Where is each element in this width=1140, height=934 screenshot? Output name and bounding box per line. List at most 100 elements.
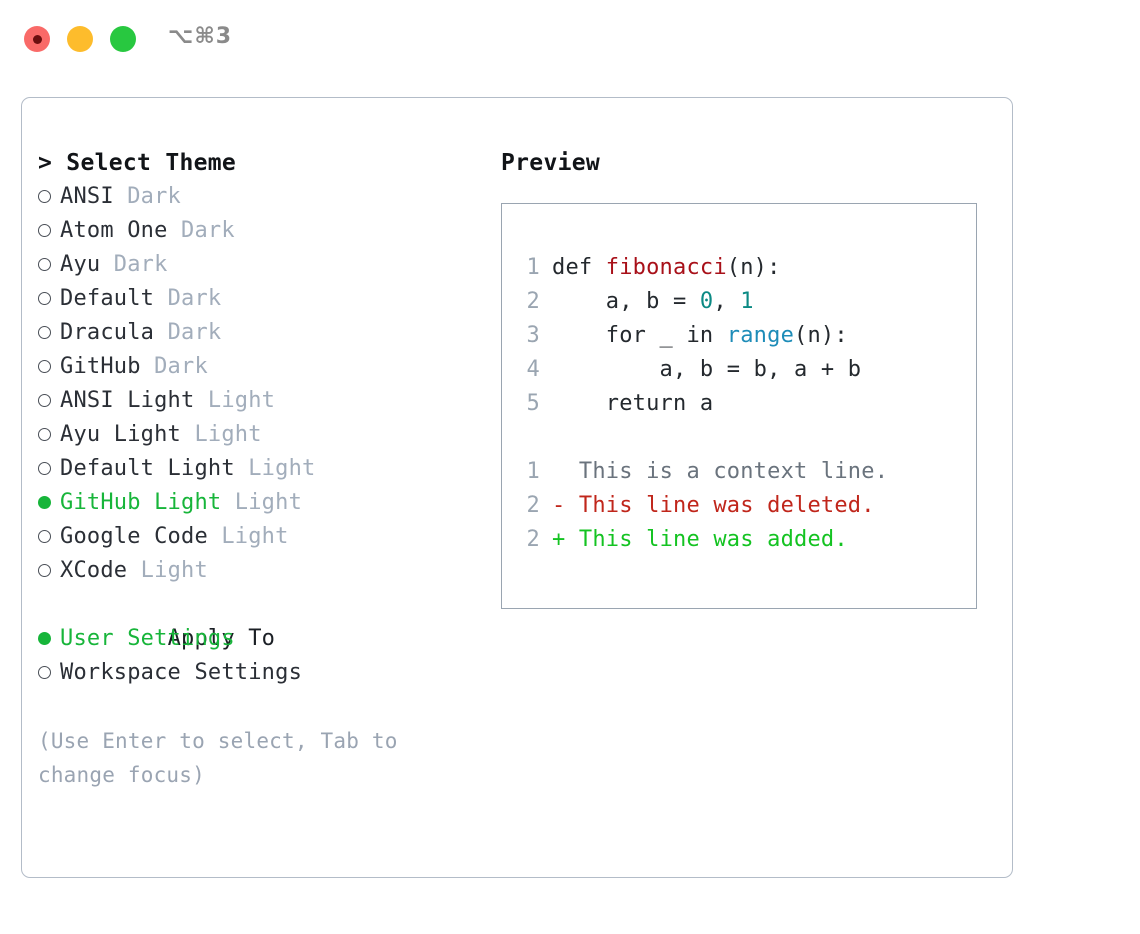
code-token-number: 1 (740, 289, 754, 314)
apply-to-header-label: Apply To (167, 626, 276, 651)
theme-option-default[interactable]: Default Dark (38, 282, 488, 316)
code-token-number: 0 (699, 289, 714, 314)
theme-option-variant: Light (194, 388, 276, 413)
theme-option-label: Google Code (60, 524, 208, 549)
apply-to-option-user-settings[interactable]: User Settings (38, 622, 488, 656)
code-token-plain: (n): (794, 323, 848, 348)
code-line: 4 a, b = b, a + b (514, 353, 968, 387)
code-token-plain: a, b = b, a + b (552, 357, 862, 382)
diff-line-deleted: 2- This line was deleted. (514, 489, 968, 523)
radio-unselected-icon (38, 461, 51, 475)
theme-option-google-code[interactable]: Google Code Light (38, 520, 488, 554)
theme-option-variant: Dark (167, 218, 235, 243)
theme-option-variant: Dark (113, 184, 182, 209)
theme-option-label: ANSI Light (60, 388, 195, 413)
theme-option-label: XCode (60, 558, 128, 583)
code-line: 5 return a (514, 387, 968, 421)
theme-option-label: Ayu Light (60, 422, 182, 447)
line-number: 2 (526, 527, 540, 552)
radio-unselected-icon (38, 393, 51, 407)
radio-unselected-icon (38, 529, 51, 543)
radio-unselected-icon (38, 189, 51, 203)
theme-option-variant: Light (234, 456, 316, 481)
code-line: 2 a, b = 0, 1 (514, 285, 968, 319)
code-line: 3 for _ in range(n): (514, 319, 968, 353)
theme-option-variant: Light (221, 490, 303, 515)
code-token-keyword: def (552, 255, 606, 280)
theme-option-atom-one[interactable]: Atom One Dark (38, 214, 488, 248)
theme-option-variant: Light (207, 524, 289, 549)
theme-option-label: GitHub Light (60, 490, 222, 515)
theme-option-variant: Light (181, 422, 262, 447)
theme-option-ansi-light[interactable]: ANSI Light Light (38, 384, 488, 418)
title-bar: ⌥⌘3 (0, 0, 1140, 78)
diff-line-context: 1 This is a context line. (514, 455, 968, 489)
theme-option-github[interactable]: GitHub Dark (38, 350, 488, 384)
theme-option-label: Default Light (60, 456, 235, 481)
theme-option-github-light[interactable]: GitHub Light Light (38, 486, 488, 520)
theme-option-variant: Dark (140, 354, 208, 379)
diff-block: 1 This is a context line.2- This line wa… (514, 455, 968, 557)
apply-to-option-workspace-settings[interactable]: Workspace Settings (38, 656, 488, 690)
diff-marker: - (552, 493, 566, 518)
apply-to-option-label: User Settings (60, 626, 235, 651)
radio-unselected-icon (38, 665, 51, 679)
keyboard-hint: (Use Enter to select, Tab to change focu… (38, 729, 398, 787)
zoom-window-button[interactable] (110, 26, 136, 52)
diff-marker (552, 459, 565, 484)
theme-option-label: Atom One (60, 218, 168, 243)
theme-option-variant: Dark (100, 252, 168, 277)
apply-to-option-label: Workspace Settings (60, 660, 303, 685)
radio-unselected-icon (38, 291, 51, 305)
apply-to-header: Apply To (38, 588, 488, 651)
radio-unselected-icon (38, 563, 51, 577)
diff-line-added: 2 + This line was added. (514, 523, 968, 557)
minimize-window-button[interactable] (67, 26, 93, 52)
radio-unselected-icon (38, 359, 51, 373)
window-title: ⌥⌘3 (168, 24, 233, 49)
radio-selected-icon (38, 631, 51, 645)
theme-option-label: ANSI (60, 184, 114, 209)
theme-option-variant: Light (127, 558, 208, 583)
code-token-plain: return a (552, 391, 714, 416)
traffic-light-group (24, 26, 136, 52)
theme-option-ayu[interactable]: Ayu Dark (38, 248, 488, 282)
code-token-plain: , (713, 289, 741, 314)
diff-marker: + (552, 527, 566, 552)
select-theme-header: > Select Theme (38, 150, 237, 176)
line-number: 2 (526, 493, 540, 518)
theme-option-variant: Dark (154, 320, 222, 345)
theme-option-ansi[interactable]: ANSI Dark (38, 180, 488, 214)
theme-option-label: Default (60, 286, 155, 311)
theme-option-variant: Dark (154, 286, 222, 311)
theme-option-label: GitHub (60, 354, 141, 379)
theme-option-default-light[interactable]: Default Light Light (38, 452, 488, 486)
line-number: 1 (526, 459, 540, 484)
line-number: 3 (526, 323, 540, 348)
diff-text: This line was deleted. (565, 493, 875, 518)
theme-option-xcode[interactable]: XCode Light (38, 554, 488, 588)
code-token-plain: (n): (726, 255, 781, 280)
theme-option-ayu-light[interactable]: Ayu Light Light (38, 418, 488, 452)
theme-option-label: Ayu (60, 252, 101, 277)
code-token-plain: a, b = (552, 289, 700, 314)
code-token-function: fibonacci (605, 255, 727, 280)
line-number: 5 (526, 391, 540, 416)
diff-text: This line was added. (565, 527, 848, 552)
theme-option-dracula[interactable]: Dracula Dark (38, 316, 488, 350)
close-window-button[interactable] (24, 26, 50, 52)
radio-unselected-icon (38, 325, 51, 339)
code-token-plain: for _ in (552, 323, 727, 348)
line-number: 2 (526, 289, 540, 314)
radio-unselected-icon (38, 223, 51, 237)
